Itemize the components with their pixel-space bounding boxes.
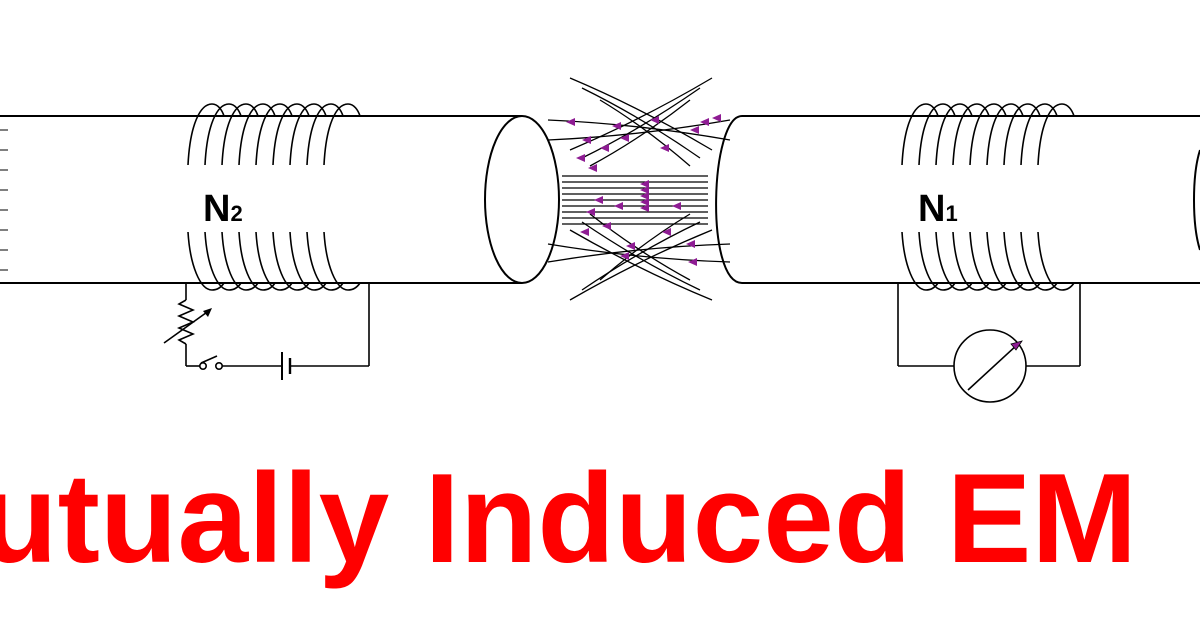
coil-turn-top: [1037, 103, 1075, 166]
coil-turn-top: [323, 103, 361, 166]
flux-line-lower: [599, 213, 691, 281]
flux-arrow: [640, 198, 649, 206]
flux-arrow: [602, 222, 611, 230]
flux-arrow: [640, 192, 649, 200]
coil-turn-top: [272, 103, 310, 166]
flux-arrow: [660, 144, 669, 152]
rheostat-arrow: [163, 309, 211, 344]
flux-arrow: [600, 144, 609, 152]
flux-line-upper: [581, 87, 701, 159]
flux-arrow: [620, 134, 629, 142]
coil-turn-top: [986, 103, 1024, 166]
flux-arrow: [700, 118, 709, 126]
flux-arrow: [580, 228, 589, 236]
flux-arrow: [586, 208, 595, 216]
flux-arrow: [588, 164, 597, 172]
flux-line-lower: [569, 229, 713, 301]
flux-line-lower: [547, 243, 731, 263]
switch-contact-right: [215, 361, 224, 370]
coil-turn-top: [289, 103, 327, 166]
galvanometer-needle: [967, 343, 1019, 391]
coil-turn-bottom: [1037, 231, 1075, 291]
flux-line-upper: [569, 77, 713, 151]
coil-label-n2: N2: [203, 188, 243, 230]
flux-arrow: [672, 202, 681, 210]
flux-arrow: [712, 114, 721, 122]
switch-contact-left: [199, 361, 208, 370]
coil-label-n1-letter: N: [918, 188, 945, 230]
coil-turn-bottom: [323, 231, 361, 291]
coil-turn-top: [952, 103, 990, 166]
rheostat-resistor: [176, 299, 196, 345]
flux-arrow: [576, 154, 585, 162]
page-title: utually Induced EM: [0, 447, 1138, 589]
coil-turn-top: [969, 103, 1007, 166]
flux-arrow: [626, 242, 635, 250]
flux-arrow: [662, 228, 671, 236]
left-circuit: [163, 283, 370, 380]
coil-turn-top: [187, 103, 225, 166]
coil-label-n2-letter: N: [203, 188, 230, 230]
coil-turn-top: [935, 103, 973, 166]
flux-arrow: [640, 204, 649, 212]
flux-arrow: [582, 136, 591, 144]
coil-turn-top: [1020, 103, 1058, 166]
coil-label-n1: N1: [918, 188, 958, 230]
coil-n2-windings: [187, 103, 361, 291]
flux-arrow: [640, 180, 649, 188]
flux-arrow: [690, 126, 699, 134]
flux-line-lower: [581, 221, 701, 291]
coil-turn-top: [204, 103, 242, 166]
flux-arrow: [688, 258, 697, 266]
flux-arrow: [686, 240, 695, 248]
coil-turn-top: [255, 103, 293, 166]
magnetic-flux-lines: [547, 77, 731, 301]
galvanometer: [953, 329, 1027, 403]
right-cylinder: [715, 115, 1200, 284]
coil-turn-top: [238, 103, 276, 166]
coil-turn-top: [901, 103, 939, 166]
coil-label-n1-subscript: 1: [945, 201, 957, 226]
right-circuit: [897, 283, 1081, 403]
flux-line-upper: [599, 99, 691, 167]
flux-line-lower: [581, 221, 701, 291]
coil-turn-top: [1003, 103, 1041, 166]
coil-turn-top: [918, 103, 956, 166]
flux-arrow: [612, 122, 621, 130]
flux-arrow: [620, 252, 629, 260]
flux-line-upper: [569, 77, 713, 151]
flux-arrow: [594, 196, 603, 204]
coil-n1-windings: [901, 103, 1075, 291]
flux-arrow: [650, 116, 659, 124]
flux-direction-arrows: [566, 114, 721, 266]
switch-blade: [200, 355, 218, 364]
left-cylinder: [0, 115, 560, 284]
flux-line-lower: [547, 243, 731, 263]
flux-line-lower: [569, 229, 713, 301]
flux-arrow: [566, 118, 575, 126]
flux-arrow: [640, 186, 649, 194]
galvanometer-needle-head: [1010, 340, 1023, 351]
flux-line-upper: [589, 99, 691, 167]
coil-turn-top: [306, 103, 344, 166]
coil-label-n2-subscript: 2: [230, 201, 242, 226]
flux-arrow: [614, 202, 623, 210]
coil-turn-top: [221, 103, 259, 166]
flux-line-upper: [581, 87, 701, 159]
